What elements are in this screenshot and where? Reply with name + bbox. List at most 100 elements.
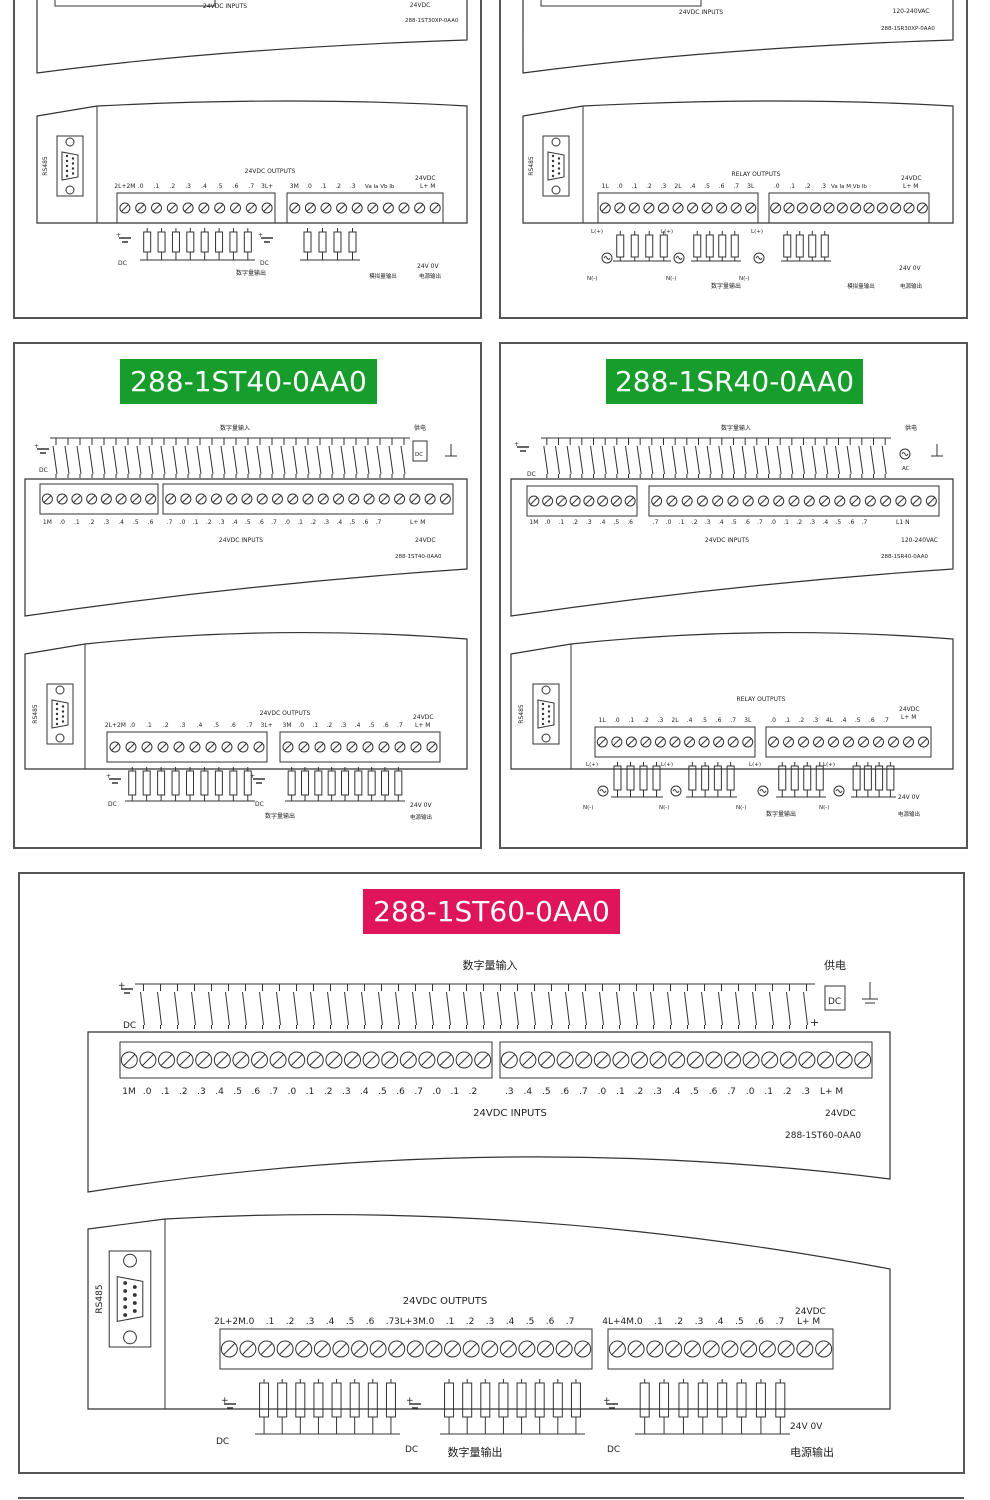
wire bbox=[304, 495, 312, 503]
terminal-block bbox=[279, 731, 441, 763]
load-resistor bbox=[570, 1382, 581, 1418]
terminal-screw bbox=[888, 736, 899, 748]
load-resistor bbox=[243, 231, 252, 253]
db9-pin bbox=[132, 1309, 137, 1313]
polarity: L(+) bbox=[749, 762, 761, 768]
wire bbox=[253, 1054, 266, 1066]
load-resistor bbox=[775, 1382, 786, 1418]
terminal-screw bbox=[681, 495, 693, 507]
load-resistor bbox=[259, 1382, 270, 1418]
section-label: 120-240VAC bbox=[901, 537, 938, 544]
section-label: 模拟量输出 bbox=[369, 272, 397, 280]
terminal-label: .0 bbox=[143, 1087, 152, 1097]
db9-pin bbox=[132, 1285, 137, 1289]
terminal-label: .2 bbox=[674, 1317, 683, 1327]
terminal-screw bbox=[410, 741, 422, 753]
section-label: 24VDC INPUTS bbox=[203, 3, 247, 10]
terminal-screw bbox=[362, 1051, 380, 1069]
terminal-label: .2 bbox=[796, 519, 802, 526]
wire bbox=[656, 738, 665, 746]
terminal-screw bbox=[757, 495, 769, 507]
load-resistor bbox=[462, 1382, 473, 1418]
terminal-screw bbox=[918, 736, 929, 748]
db9-pin bbox=[547, 720, 551, 723]
terminal-screw bbox=[665, 1340, 683, 1358]
db9-pin bbox=[541, 707, 545, 711]
terminal-screw bbox=[109, 741, 121, 753]
load-resistor bbox=[381, 770, 389, 796]
terminal-label: .0 bbox=[666, 519, 672, 526]
terminal-label: .3 bbox=[185, 183, 191, 190]
wire bbox=[304, 445, 310, 475]
wire bbox=[689, 1054, 702, 1066]
terminal-label: .4 bbox=[690, 183, 696, 190]
terminal-screw bbox=[625, 736, 637, 748]
load-resistor bbox=[693, 234, 702, 258]
load-resistor bbox=[678, 1382, 689, 1418]
terminal-screw bbox=[198, 202, 210, 214]
terminal-label: L+ M bbox=[820, 1087, 843, 1097]
terminal-label: .3 bbox=[661, 183, 667, 190]
wire bbox=[259, 991, 264, 1026]
terminal-label: .6 bbox=[396, 1087, 405, 1097]
load-resistor bbox=[186, 770, 194, 796]
load-resistor bbox=[303, 231, 312, 253]
terminal-screw bbox=[256, 493, 268, 505]
terminal-screw bbox=[367, 202, 379, 214]
terminal-screw bbox=[317, 493, 329, 505]
terminal-screw bbox=[768, 736, 779, 748]
terminal-label: 3L+3M bbox=[394, 1317, 426, 1327]
wire bbox=[288, 495, 297, 503]
load-resistor bbox=[229, 770, 238, 796]
section-label: 24VDC INPUTS bbox=[705, 537, 749, 544]
terminal-label: .2 bbox=[327, 722, 333, 729]
wire bbox=[616, 991, 621, 1026]
wire bbox=[272, 1054, 285, 1066]
section-label: 数字量输入 bbox=[463, 958, 518, 972]
terminal-screw bbox=[230, 202, 241, 214]
wire bbox=[136, 445, 142, 475]
wire bbox=[735, 991, 740, 1026]
terminal-label: .4 bbox=[215, 1087, 224, 1097]
model-code: 288-1SR30XP-0AA0 bbox=[881, 26, 935, 32]
wire bbox=[688, 204, 697, 212]
model-code: 288-1SR40-0AA0 bbox=[881, 554, 928, 560]
terminal-label: .3 bbox=[505, 1087, 514, 1097]
terminal-label: .5 bbox=[835, 519, 841, 526]
terminal-label: .7 bbox=[733, 183, 739, 190]
terminal-screw bbox=[925, 495, 937, 507]
terminal-screw bbox=[135, 202, 147, 214]
wire bbox=[769, 991, 774, 1026]
wire bbox=[633, 991, 638, 1026]
wire bbox=[364, 743, 372, 751]
terminal-label: .3 bbox=[820, 183, 826, 190]
wire bbox=[743, 738, 752, 746]
wire bbox=[255, 743, 263, 751]
terminal-screw bbox=[903, 736, 914, 748]
ac-symbol bbox=[675, 256, 683, 260]
wire bbox=[670, 1054, 683, 1066]
polarity: N(-) bbox=[819, 805, 829, 811]
terminal-screw bbox=[773, 495, 785, 507]
section-label: 数字量输出 bbox=[265, 812, 295, 820]
wire bbox=[196, 445, 202, 475]
wire bbox=[571, 497, 579, 505]
wire bbox=[220, 445, 226, 475]
load-resistor bbox=[516, 1382, 527, 1418]
wire bbox=[729, 738, 738, 746]
terminal-screw bbox=[742, 736, 754, 748]
terminal-screw bbox=[182, 202, 194, 214]
terminal-label: 2L bbox=[674, 183, 682, 190]
dc-label: DC bbox=[405, 1445, 418, 1455]
terminal-label: .4 bbox=[672, 1087, 681, 1097]
terminal-screw bbox=[668, 1051, 686, 1069]
load-resistor bbox=[730, 234, 739, 258]
wire bbox=[601, 204, 610, 212]
wire bbox=[207, 743, 215, 751]
terminal-screw bbox=[173, 741, 185, 753]
wire bbox=[660, 445, 665, 475]
terminal-label: 3L bbox=[747, 183, 755, 190]
ac-symbol bbox=[603, 256, 611, 260]
